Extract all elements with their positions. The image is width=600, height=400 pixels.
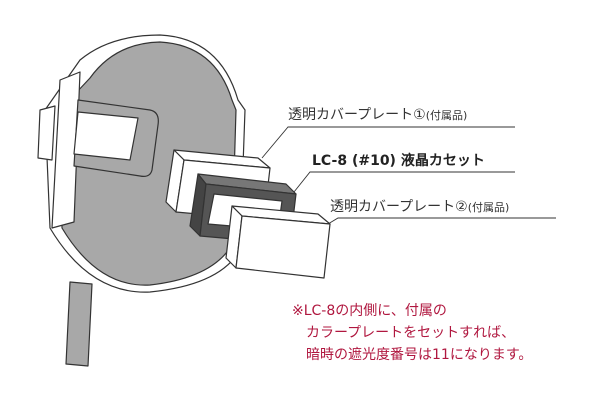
leader-line-cover-plate-1 <box>261 126 515 159</box>
label-cover-plate-2: 透明カバープレート②(付属品) <box>330 196 509 216</box>
label-cover-plate-2-text: 透明カバープレート② <box>330 199 468 215</box>
note-line-2: カラープレートをセットすれば、 <box>306 325 516 341</box>
cover-plate-2-face <box>235 215 331 279</box>
label-cover-plate-1: 透明カバープレート①(付属品) <box>288 104 467 124</box>
label-cover-plate-1-note: (付属品) <box>425 109 468 122</box>
helmet-handle <box>65 281 93 367</box>
label-lcd-cassette: LC-8 (#10) 液晶カセット <box>312 153 485 169</box>
note-line-1: ※LC-8の内側に、付属の <box>292 303 447 319</box>
color-plate-note: ※LC-8の内側に、付属の カラープレートをセットすれば、 暗時の遮光度番号は1… <box>292 300 532 366</box>
leader-line-cover-plate-2 <box>327 217 556 225</box>
note-line-3: 暗時の遮光度番号は11になります。 <box>306 347 533 363</box>
leader-line-cassette <box>293 171 515 193</box>
headband-strap <box>51 71 81 229</box>
label-cover-plate-2-note: (付属品) <box>467 201 510 214</box>
label-cover-plate-1-text: 透明カバープレート① <box>288 107 426 123</box>
viewing-window <box>73 111 139 161</box>
headband-ear <box>37 105 56 161</box>
